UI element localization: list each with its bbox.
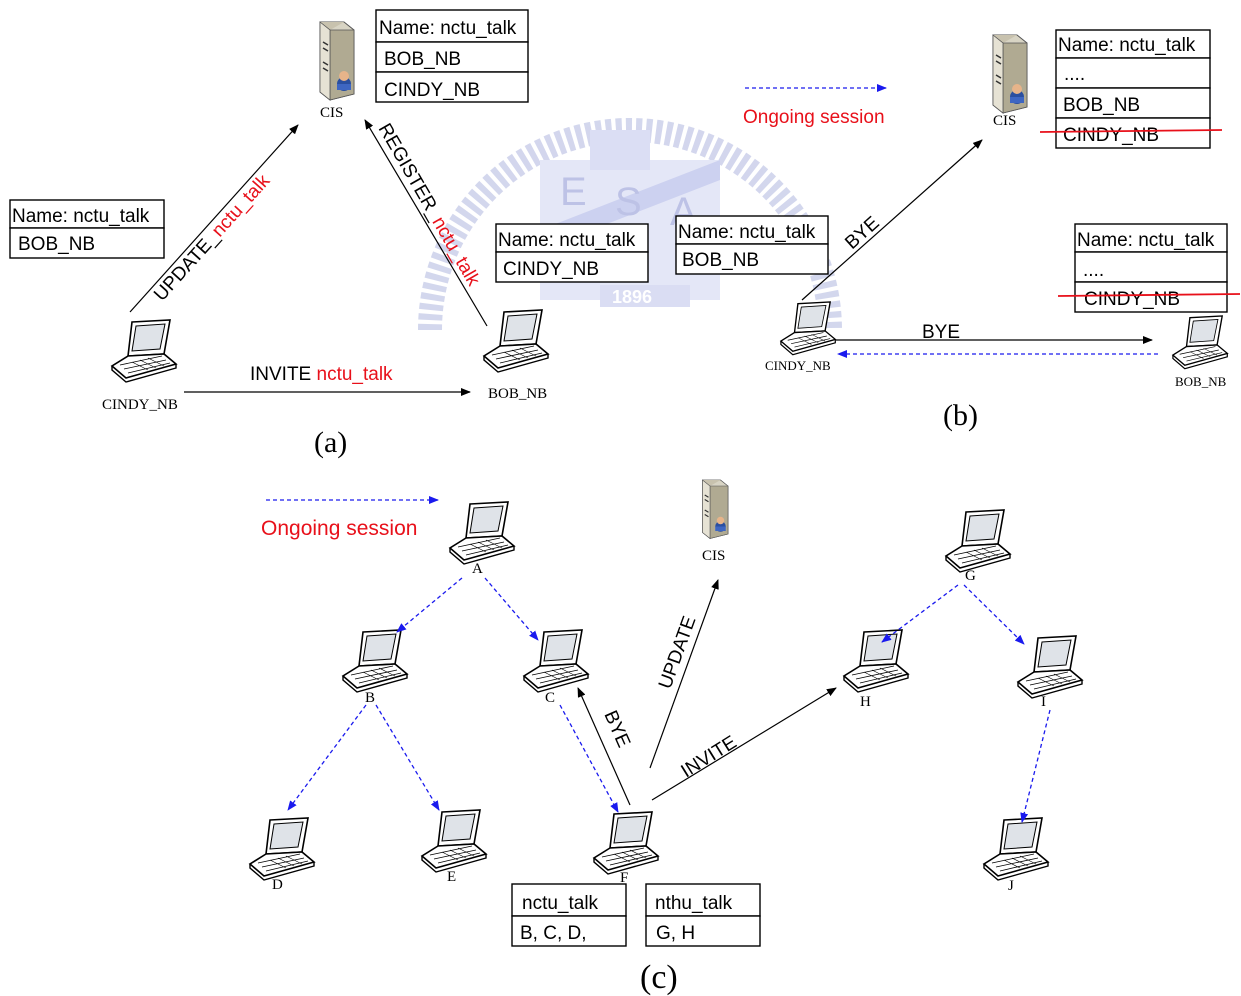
bob-table-a-left-row1: CINDY_NB: [503, 259, 599, 280]
invite-label-a: INVITE nctu_talk: [250, 364, 393, 385]
bye-label-b2: BYE: [922, 322, 960, 343]
node-j-label: J: [1008, 878, 1014, 894]
node-i-label: I: [1041, 694, 1046, 710]
bob-table-a-left: Name: nctu_talk CINDY_NB: [496, 224, 648, 282]
node-g-label: G: [965, 568, 976, 584]
cindy-table-a-header: Name: nctu_talk: [12, 206, 150, 227]
panel-c: Ongoing session CIS A B C D E F G H I J: [250, 480, 1082, 996]
cindy-label-b: CINDY_NB: [765, 358, 831, 373]
laptop-f-icon: [594, 812, 658, 874]
cis-server-icon-b: [993, 35, 1027, 113]
laptop-d-icon: [250, 818, 314, 880]
update-label-c: UPDATE: [655, 613, 701, 691]
session-a-b: [397, 578, 462, 632]
session-g-i: [964, 585, 1024, 644]
panel-c-label: (c): [640, 959, 678, 996]
watermark-letter-e: E: [560, 170, 587, 214]
laptop-c-icon: [524, 630, 588, 692]
panel-b-label: (b): [943, 399, 978, 432]
cis-table-b: Name: nctu_talk .... BOB_NB CINDY_NB: [1040, 30, 1222, 148]
bye-label-b1: BYE: [841, 213, 883, 254]
cis-table-a-header: Name: nctu_talk: [379, 18, 517, 39]
panel-a-label: (a): [314, 426, 347, 459]
bob-table-b: Name: nctu_talk .... CINDY_NB: [1058, 224, 1240, 312]
f-table-nthu-header: nthu_talk: [655, 893, 733, 914]
cis-label-a: CIS: [320, 105, 343, 121]
laptop-g-icon: [946, 510, 1010, 572]
bob-table-a-left-header: Name: nctu_talk: [498, 230, 636, 251]
node-h-label: H: [860, 694, 871, 710]
laptop-i-icon: [1018, 636, 1082, 698]
node-b-label: B: [365, 690, 375, 706]
bob-table-a-right-row1: BOB_NB: [682, 250, 759, 271]
bob-table-a-right: Name: nctu_talk BOB_NB: [676, 216, 828, 274]
cis-server-icon: [320, 22, 354, 100]
bob-laptop-icon-b: [1173, 316, 1227, 369]
session-b-d: [288, 705, 366, 810]
cindy-laptop-icon-a: [112, 320, 176, 382]
f-table-nctu: nctu_talk B, C, D,: [512, 884, 626, 946]
cindy-table-a: Name: nctu_talk BOB_NB: [10, 200, 164, 258]
laptop-a-icon: [450, 502, 514, 564]
cis-table-a-row1: BOB_NB: [384, 49, 461, 70]
bye-label-c: BYE: [599, 707, 634, 750]
cis-table-a: Name: nctu_talk BOB_NB CINDY_NB: [376, 10, 528, 102]
bob-laptop-icon-a: [484, 310, 548, 372]
watermark-letter-s: S: [615, 180, 642, 224]
session-i-j: [1022, 710, 1050, 822]
laptop-e-icon: [422, 810, 486, 872]
f-table-nthu: nthu_talk G, H: [646, 884, 760, 946]
session-b-e: [376, 705, 439, 810]
bob-table-b-header: Name: nctu_talk: [1077, 230, 1215, 251]
invite-arrow-c: [652, 688, 836, 800]
cis-table-b-row2: BOB_NB: [1063, 95, 1140, 116]
legend-ongoing-c: Ongoing session: [261, 517, 417, 540]
cindy-table-a-row1: BOB_NB: [18, 234, 95, 255]
bob-table-b-row1: ....: [1083, 260, 1104, 281]
cis-label-c: CIS: [702, 548, 725, 564]
laptop-j-icon: [984, 818, 1048, 880]
node-a-label: A: [472, 561, 483, 577]
update-label-a: UPDATE_nctu_talk: [150, 170, 275, 305]
cis-table-b-row1: ....: [1064, 64, 1085, 85]
cis-table-b-row3: CINDY_NB: [1063, 125, 1159, 146]
cis-label-b: CIS: [993, 113, 1016, 129]
bob-table-b-row2: CINDY_NB: [1084, 289, 1180, 310]
cis-table-a-row2: CINDY_NB: [384, 80, 480, 101]
f-table-nctu-header: nctu_talk: [522, 893, 599, 914]
legend-ongoing-b: Ongoing session: [743, 107, 885, 128]
panel-a: CIS Name: nctu_talk BOB_NB CINDY_NB Name…: [10, 10, 828, 459]
watermark-year: 1896: [612, 287, 652, 307]
node-c-label: C: [545, 690, 555, 706]
node-e-label: E: [447, 869, 456, 885]
bye-arrow-to-cis-b: [802, 140, 982, 300]
f-table-nctu-row1: B, C, D,: [520, 923, 587, 944]
cindy-laptop-icon-b: [781, 302, 835, 355]
cindy-label-a: CINDY_NB: [102, 397, 178, 413]
bob-table-a-right-header: Name: nctu_talk: [678, 222, 816, 243]
cis-table-b-header: Name: nctu_talk: [1058, 35, 1196, 56]
session-g-h: [882, 585, 958, 642]
cis-server-icon-c: [703, 480, 729, 539]
laptop-h-icon: [844, 630, 908, 692]
laptop-b-icon: [343, 630, 407, 692]
bob-label-a: BOB_NB: [488, 386, 547, 402]
f-table-nthu-row1: G, H: [656, 923, 695, 944]
session-a-c: [485, 578, 538, 640]
invite-label-c: INVITE: [678, 732, 741, 782]
node-d-label: D: [272, 877, 283, 893]
bob-label-b: BOB_NB: [1175, 374, 1227, 389]
